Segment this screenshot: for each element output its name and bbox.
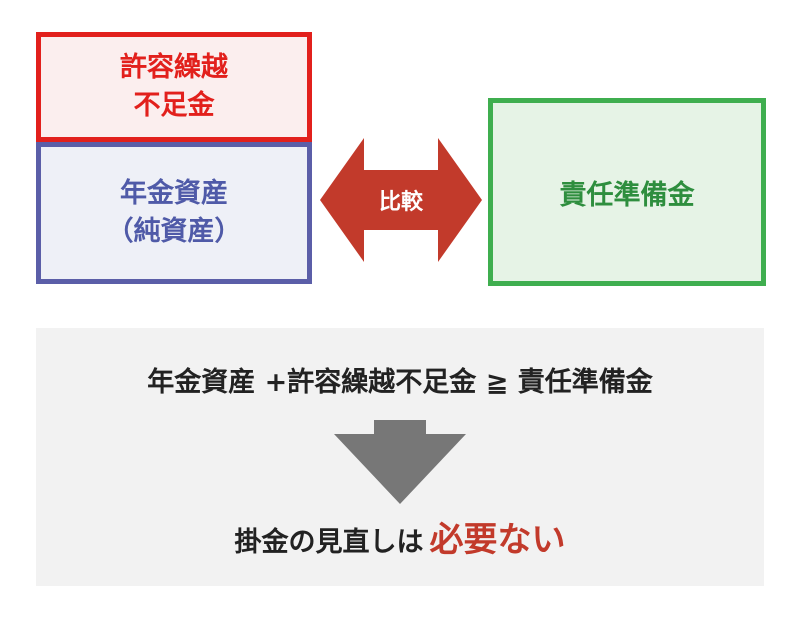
conclusion-lead: 掛金の見直しは bbox=[234, 527, 424, 558]
assets-label-line1: 年金資産 bbox=[120, 178, 228, 209]
down-arrow bbox=[334, 420, 466, 504]
reserve-label: 責任準備金 bbox=[559, 179, 695, 211]
formula: 年金資産 +許容繰越不足金 ≧ 責任準備金 bbox=[36, 360, 764, 399]
down-arrow-shape bbox=[334, 420, 466, 504]
assets-label-line2: （純資産） bbox=[106, 216, 242, 247]
conclusion-emphasis: 必要ない bbox=[429, 520, 566, 560]
compare-double-arrow: 比較 bbox=[320, 138, 482, 262]
allowance-box: 許容繰越 不足金 bbox=[36, 32, 312, 142]
formula-plus: + bbox=[264, 367, 288, 398]
formula-term-assets: 年金資産 bbox=[147, 367, 256, 398]
conclusion: 掛金の見直しは必要ない bbox=[36, 512, 764, 561]
summary-panel: 年金資産 +許容繰越不足金 ≧ 責任準備金 掛金の見直しは必要ない bbox=[36, 328, 764, 586]
formula-term-allowance: 許容繰越不足金 bbox=[287, 367, 477, 398]
formula-operator: ≧ bbox=[485, 367, 509, 398]
allowance-label-line1: 許容繰越 bbox=[120, 52, 228, 83]
formula-term-reserve: 責任準備金 bbox=[517, 367, 653, 398]
compare-label: 比較 bbox=[379, 189, 424, 215]
allowance-label-line2: 不足金 bbox=[133, 90, 215, 121]
double-arrow-shape bbox=[320, 138, 482, 262]
liability-reserve-box: 責任準備金 bbox=[488, 98, 766, 286]
pension-assets-box: 年金資産 （純資産） bbox=[36, 142, 312, 284]
